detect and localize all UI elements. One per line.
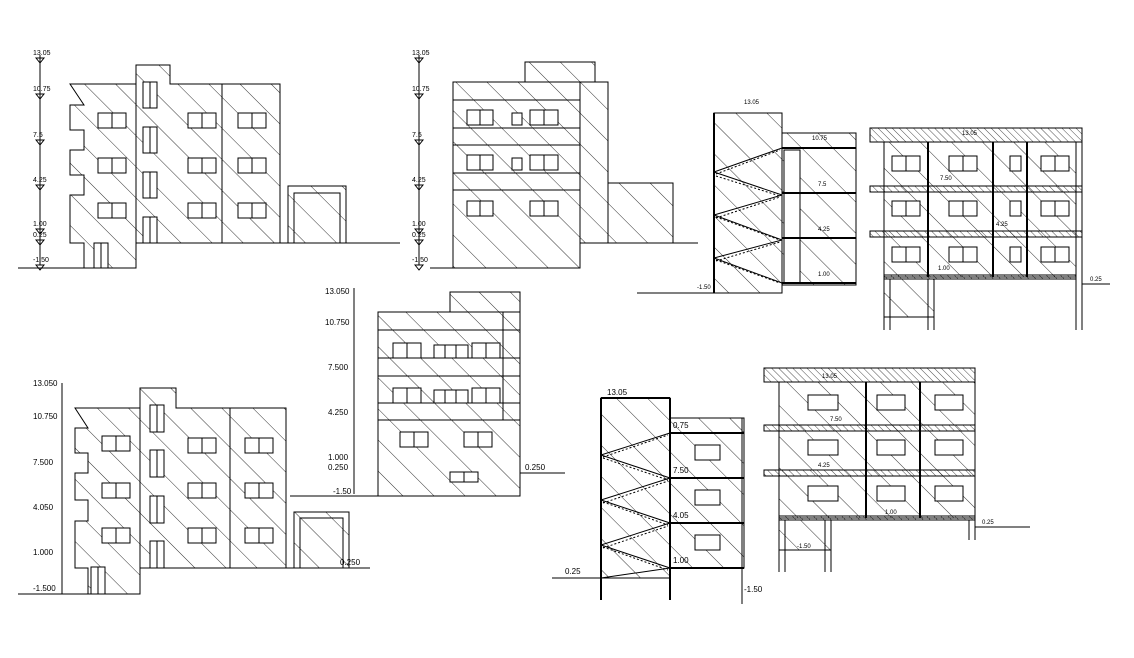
ground-label: 0.250 <box>525 463 546 472</box>
level-label: 4.05 <box>673 511 689 520</box>
elevation-1: 13.05 10.75 7.5 4.25 1.00 0.25 -1.50 <box>18 50 400 271</box>
level-label: 10.750 <box>325 318 350 327</box>
level-label: 0.25 <box>565 567 581 576</box>
level-label: 10.75 <box>33 86 51 93</box>
level-label: 7.50 <box>673 466 689 475</box>
level-label: 1.00 <box>885 510 897 516</box>
level-label: 4.25 <box>996 222 1008 228</box>
section-1: 13.05 10.75 7.5 4.25 1.00 -1.50 <box>637 100 857 294</box>
level-label: 1.00 <box>938 266 950 272</box>
stair-flight <box>713 147 783 284</box>
window <box>392 342 501 483</box>
section-4: 13.05 7.50 4.25 1.00 -1.50 0.25 <box>763 367 1030 572</box>
level-label: 13.050 <box>325 287 350 296</box>
level-label: -1.500 <box>33 584 56 593</box>
stair-flight <box>600 432 671 579</box>
level-label: 13.05 <box>33 50 51 57</box>
level-label: 13.05 <box>744 100 760 106</box>
section-3: 13.05 0.75 7.50 4.05 1.00 0.25 -1.50 <box>552 388 763 604</box>
elevation-3: 13.050 10.750 7.500 4.050 1.000 -1.500 <box>18 379 370 595</box>
level-label: 7.500 <box>33 458 54 467</box>
level-label: 13.05 <box>607 388 628 397</box>
level-label: 4.25 <box>33 177 47 184</box>
level-label: 4.250 <box>328 408 349 417</box>
level-label: 1.00 <box>33 221 47 228</box>
level-label: -1.50 <box>697 285 711 291</box>
level-label: -1.50 <box>333 487 352 496</box>
level-label: 13.050 <box>33 379 58 388</box>
level-dimension-line: 13.05 10.75 7.5 4.25 1.00 0.25 -1.50 <box>33 50 51 271</box>
level-label: 7.5 <box>33 132 43 139</box>
level-label: 7.5 <box>818 182 827 188</box>
window <box>891 155 1070 263</box>
level-label: 10.750 <box>33 412 58 421</box>
level-label: 1.00 <box>412 221 426 228</box>
level-label: 4.25 <box>818 227 830 233</box>
level-label: 1.000 <box>33 548 54 557</box>
level-label: 4.25 <box>818 463 830 469</box>
level-label: 13.05 <box>822 374 838 380</box>
level-label: 7.50 <box>830 417 842 423</box>
level-label: 13.05 <box>962 131 978 137</box>
level-label: 10.75 <box>812 136 828 142</box>
level-dimension-line: 13.05 10.75 7.5 4.25 1.00 0.25 -1.50 <box>412 50 430 271</box>
level-label: 4.050 <box>33 503 54 512</box>
window <box>807 394 964 502</box>
elevation-4: 13.050 10.750 7.500 4.250 1.000 0.250 -1… <box>290 287 565 497</box>
level-label: -1.50 <box>33 257 49 264</box>
level-label: 7.500 <box>328 363 349 372</box>
ground-label: 0.250 <box>340 558 361 567</box>
level-label: 4.25 <box>412 177 426 184</box>
level-label: 0.25 <box>982 520 994 526</box>
window <box>90 404 274 595</box>
level-label: 10.75 <box>412 86 430 93</box>
level-label: -1.50 <box>797 544 811 550</box>
level-label: 0.25 <box>412 232 426 239</box>
level-label: 1.00 <box>673 556 689 565</box>
window <box>93 81 267 269</box>
level-label: 1.00 <box>818 272 830 278</box>
window <box>466 109 559 217</box>
window <box>694 444 721 551</box>
level-label: -1.50 <box>744 585 763 594</box>
level-label: 13.05 <box>412 50 430 57</box>
level-label: 7.5 <box>412 132 422 139</box>
level-label: 0.75 <box>673 421 689 430</box>
level-label: 0.250 <box>328 463 349 472</box>
level-label: 0.25 <box>33 232 47 239</box>
section-2: 13.05 7.50 4.25 1.00 0.25 <box>869 127 1110 330</box>
elevation-2: 13.05 10.75 7.5 4.25 1.00 0.25 -1.50 <box>412 50 698 271</box>
level-label: 0.25 <box>1090 277 1102 283</box>
level-label: 1.000 <box>328 453 349 462</box>
level-label: -1.50 <box>412 257 428 264</box>
level-label: 7.50 <box>940 176 952 182</box>
